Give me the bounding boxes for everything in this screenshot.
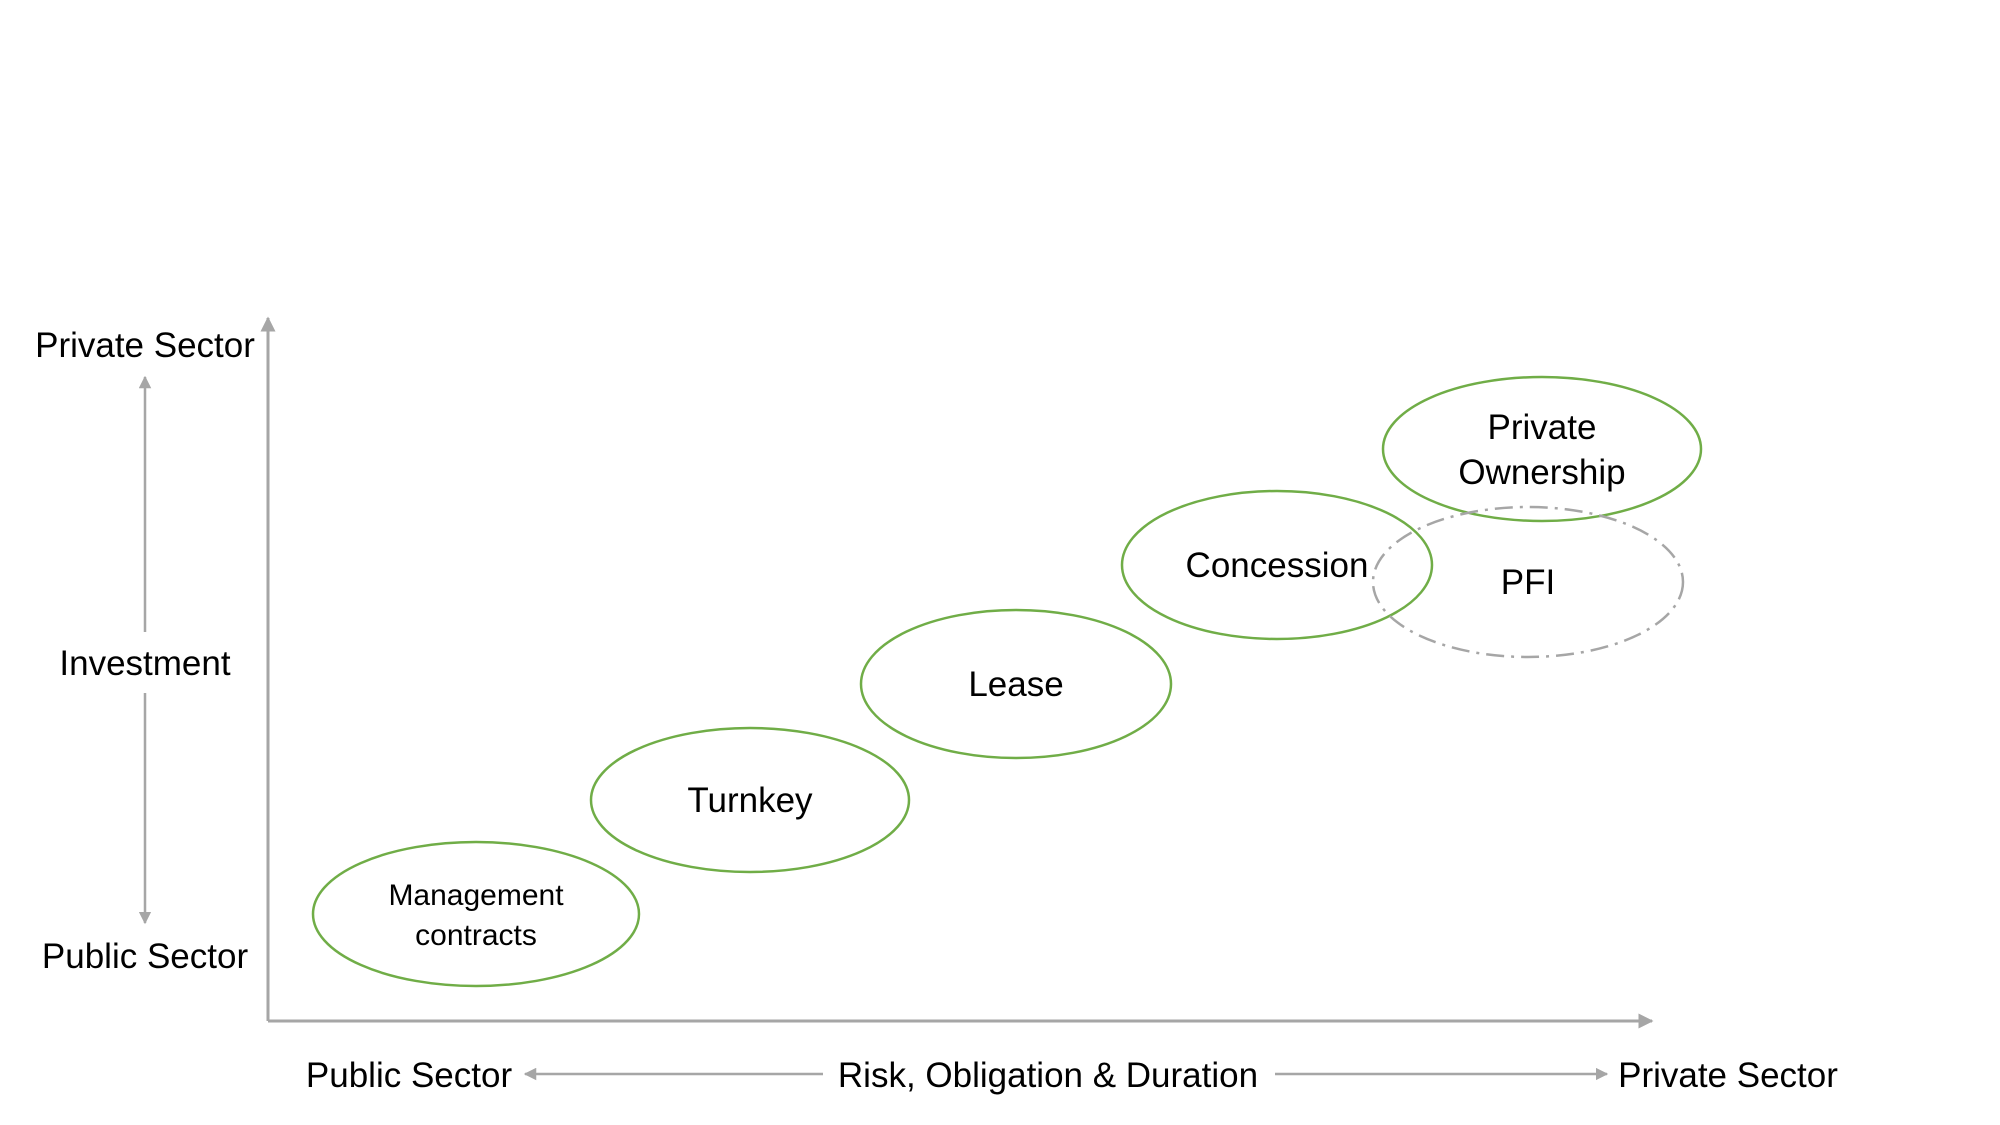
node-turnkey: Turnkey	[589, 726, 911, 874]
node-pfi-label: PFI	[1501, 563, 1555, 602]
node-turnkey-label: Turnkey	[687, 781, 813, 820]
node-management-line1: Management	[388, 879, 564, 912]
node-management-contracts: Management contracts	[311, 840, 641, 988]
node-management-ellipse	[311, 840, 641, 988]
node-private-ownership-line1: Private	[1488, 408, 1597, 447]
y-axis-middle-label: Investment	[59, 644, 230, 683]
node-lease-label: Lease	[968, 665, 1063, 704]
node-turnkey-ellipse	[589, 726, 911, 874]
node-lease: Lease	[859, 608, 1173, 760]
node-concession: Concession	[1120, 489, 1434, 641]
x-axis-left-label: Public Sector	[306, 1056, 513, 1095]
node-concession-label: Concession	[1186, 546, 1369, 585]
node-pfi-ellipse	[1371, 505, 1685, 659]
node-pfi: PFI	[1371, 505, 1685, 659]
y-axis-bottom-label: Public Sector	[42, 937, 249, 976]
y-axis-top-label: Private Sector	[35, 326, 255, 365]
node-private-ownership-line2: Ownership	[1458, 453, 1625, 492]
x-axis-right-label: Private Sector	[1618, 1056, 1838, 1095]
node-concession-ellipse	[1120, 489, 1434, 641]
node-management-line2: contracts	[415, 919, 537, 952]
node-lease-ellipse	[859, 608, 1173, 760]
node-private-ownership: Private Ownership	[1381, 375, 1703, 523]
node-private-ownership-ellipse	[1381, 375, 1703, 523]
x-axis-middle-label: Risk, Obligation & Duration	[838, 1056, 1258, 1095]
